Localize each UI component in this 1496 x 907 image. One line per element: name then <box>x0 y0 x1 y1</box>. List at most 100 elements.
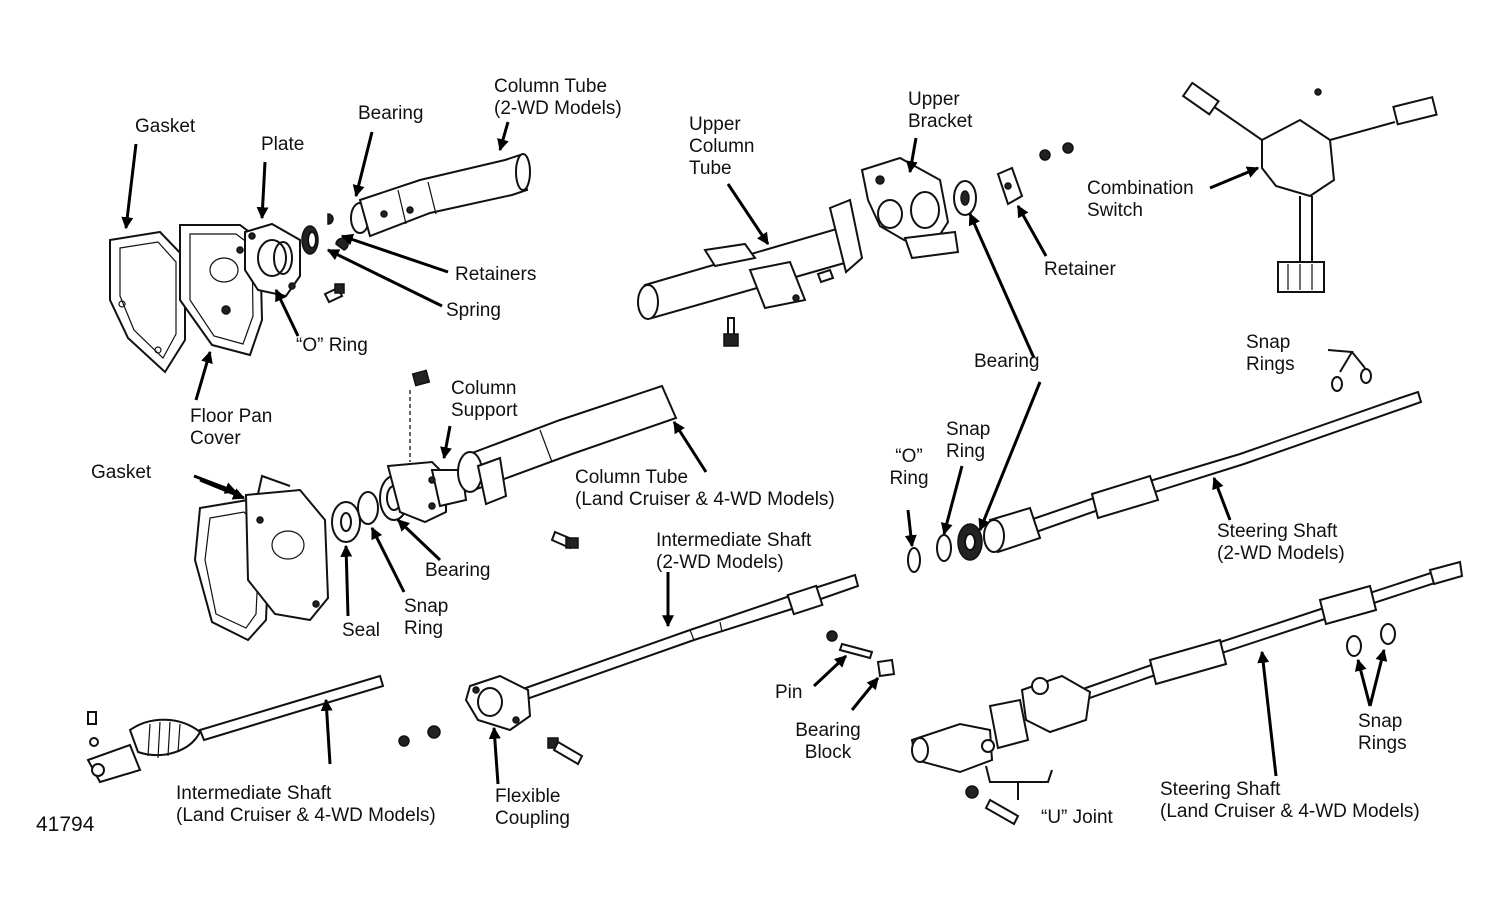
label-line: Steering Shaft <box>1217 521 1338 542</box>
label-o-ring-top: “O” Ring <box>296 335 368 356</box>
label-line: (Land Cruiser & 4-WD Models) <box>1160 801 1420 822</box>
label-line: Column Tube <box>494 76 608 97</box>
steering-shaft-lc-part <box>1078 560 1464 702</box>
label-bearing-top: Bearing <box>358 103 424 124</box>
upper-column-tube-part <box>637 198 864 320</box>
spring-part <box>301 225 319 255</box>
label-bearing-mid: Bearing <box>425 560 491 581</box>
label-line: Snap <box>404 596 449 617</box>
snap-ring-right-part <box>936 534 952 562</box>
label-line: Snap <box>1358 711 1403 732</box>
label-line: Rings <box>1358 733 1407 754</box>
label-pin: Pin <box>775 682 803 703</box>
label-line: Combination <box>1087 178 1194 199</box>
bolt-upper-tube-1 <box>723 317 739 347</box>
label-retainers: Retainers <box>455 264 537 285</box>
label-line: Ring <box>946 441 986 462</box>
label-line: Switch <box>1087 200 1143 221</box>
label-line: Cover <box>190 428 241 449</box>
steering-shaft-2wd-part <box>983 390 1423 554</box>
label-floor-pan-cover: Floor Pan Cover <box>190 406 272 450</box>
label-line: (2-WD Models) <box>1217 543 1345 564</box>
label-line: Steering Shaft <box>1160 779 1281 800</box>
label-steering-shaft-lc: Steering Shaft (Land Cruiser & 4-WD Mode… <box>1160 779 1420 823</box>
snap-rings-bottom-part <box>1346 623 1396 657</box>
label-upper-bracket: Upper Bracket <box>908 89 972 133</box>
combination-switch-part <box>1181 81 1438 293</box>
bolt-small-top <box>323 283 345 304</box>
o-ring-right-part <box>907 547 921 573</box>
label-o-ring-right: “O” Ring <box>884 446 934 490</box>
o-ring-top-part <box>273 241 293 275</box>
label-line: Flexible <box>495 786 561 807</box>
label-line: Block <box>804 742 852 763</box>
leader-arrows <box>121 121 1388 800</box>
label-snap-ring-mid: Snap Ring <box>404 596 448 640</box>
label-bearing-right: Bearing <box>974 351 1040 372</box>
label-spring: Spring <box>446 300 501 321</box>
label-column-tube-2wd: Column Tube (2-WD Models) <box>494 76 622 120</box>
snap-rings-top-part <box>1331 368 1372 392</box>
label-retainer: Retainer <box>1044 259 1116 280</box>
label-line: Bearing <box>795 720 861 741</box>
label-line: (2-WD Models) <box>494 98 622 119</box>
label-line: Coupling <box>495 808 570 829</box>
label-snap-ring-right: Snap Ring <box>946 419 990 463</box>
retainers-part <box>327 213 349 251</box>
bearing-top-right-part <box>953 180 977 216</box>
label-line: Tube <box>689 158 732 179</box>
column-tube-lc-part <box>457 384 678 506</box>
label-line: Upper <box>689 114 741 135</box>
label-line: Column Tube <box>575 467 689 488</box>
label-line: Support <box>451 400 518 421</box>
label-line: Column <box>451 378 517 399</box>
label-intermediate-shaft-2wd: Intermediate Shaft (2-WD Models) <box>656 530 811 574</box>
label-gasket-mid: Gasket <box>91 462 152 483</box>
bolt-upper-tube-2 <box>816 268 835 284</box>
label-bearing-block: Bearing Block <box>786 720 870 764</box>
floor-pan-cover-top-part <box>179 224 264 357</box>
label-line: “O” <box>895 446 923 467</box>
label-gasket-top: Gasket <box>135 116 196 137</box>
column-support-part <box>386 460 468 524</box>
label-line: (Land Cruiser & 4-WD Models) <box>575 489 835 510</box>
label-u-joint: “U” Joint <box>1041 807 1113 828</box>
retainer-part <box>996 166 1024 206</box>
floor-pan-cover-mid-part <box>244 474 330 622</box>
label-steering-shaft-2wd: Steering Shaft (2-WD Models) <box>1217 521 1345 565</box>
column-support-bolt <box>409 369 431 462</box>
upper-bracket-part <box>860 156 960 260</box>
label-snap-rings-bottom: Snap Rings <box>1358 711 1407 755</box>
label-snap-rings-top: Snap Rings <box>1246 332 1295 376</box>
snap-ring-mid-part <box>357 491 379 525</box>
seal-part <box>331 501 361 543</box>
label-line: (2-WD Models) <box>656 552 784 573</box>
label-line: Ring <box>889 468 929 489</box>
label-line: Snap <box>1246 332 1291 353</box>
label-flexible-coupling: Flexible Coupling <box>495 786 570 830</box>
label-column-tube-lc: Column Tube (Land Cruiser & 4-WD Models) <box>575 467 835 511</box>
label-seal: Seal <box>342 620 381 641</box>
label-column-support: Column Support <box>451 378 518 422</box>
label-line: Snap <box>946 419 991 440</box>
label-line: Rings <box>1246 354 1295 375</box>
flexible-coupling-part <box>464 674 532 732</box>
label-line: Bracket <box>908 111 973 132</box>
label-combination-switch: Combination Switch <box>1087 178 1194 222</box>
label-line: Intermediate Shaft <box>656 530 812 551</box>
label-line: (Land Cruiser & 4-WD Models) <box>176 805 436 826</box>
label-line: Upper <box>908 89 960 110</box>
bolt-mid <box>550 530 579 550</box>
pin-part <box>826 630 874 660</box>
u-joint-bolt <box>965 785 1020 826</box>
label-upper-column-tube: Upper Column Tube <box>689 114 754 180</box>
column-tube-2wd-part <box>350 153 531 238</box>
bearing-block-part <box>876 658 896 678</box>
nuts-lc <box>87 711 441 747</box>
label-line: Intermediate Shaft <box>176 783 332 804</box>
bearing-right-part <box>957 523 983 561</box>
label-line: Column <box>689 136 755 157</box>
figure-number: 41794 <box>36 813 95 836</box>
gasket-top-part <box>109 230 186 374</box>
